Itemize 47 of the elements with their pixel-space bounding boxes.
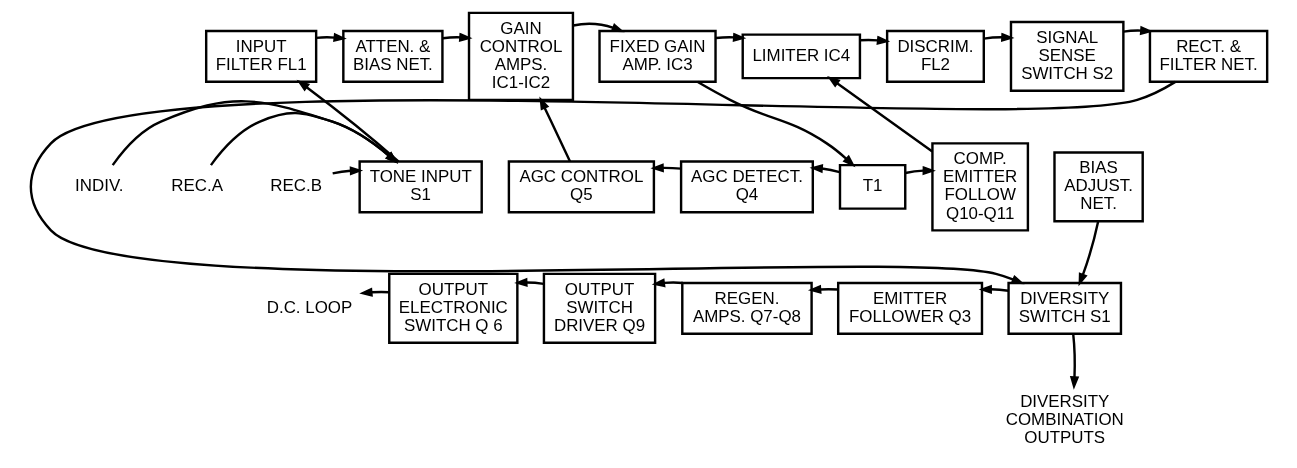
node-box: BIAS ADJUST. NET. — [1052, 151, 1144, 223]
arrow — [538, 96, 571, 162]
arrow — [807, 284, 838, 295]
node-box: FIXED GAIN AMP. IC3 — [597, 29, 717, 83]
arrow — [1078, 221, 1099, 287]
arrow — [649, 163, 681, 173]
node-box: DISCRIM. FL2 — [885, 29, 985, 83]
arrow — [209, 111, 398, 166]
node-box: ATTEN. & BIAS NET. — [341, 29, 444, 83]
node-box: INPUT FILTER FL1 — [204, 29, 317, 83]
arrow — [315, 32, 347, 43]
arrow — [826, 76, 933, 153]
arrow — [715, 32, 746, 42]
node-box: COMP. EMITTER FOLLOW Q10-Q11 — [930, 142, 1029, 232]
arrow — [331, 166, 363, 176]
arrow — [29, 80, 1176, 285]
arrow — [809, 163, 840, 174]
node-box: EMITTER FOLLOWER Q3 — [836, 281, 983, 335]
node-box: LIMITER IC4 — [741, 33, 861, 80]
node-text: REC.A — [170, 176, 223, 196]
node-box: AGC DETECT. Q4 — [679, 160, 814, 214]
arrow — [696, 80, 855, 168]
node-text: REC.B — [269, 176, 322, 196]
node-box: AGC CONTROL Q5 — [507, 160, 655, 214]
node-box: REGEN. AMPS. Q7-Q8 — [680, 281, 813, 335]
arrow — [904, 165, 936, 176]
node-box: OUTPUT SWITCH DRIVER Q9 — [542, 272, 656, 344]
node-text: D.C. LOOP — [266, 297, 352, 317]
arrow — [978, 284, 1009, 294]
node-box: TONE INPUT S1 — [357, 160, 483, 214]
arrow — [572, 22, 625, 33]
node-text: DIVERSITY COMBINATION OUTPUTS — [1005, 392, 1124, 448]
arrow — [111, 100, 398, 166]
node-text: INDIV. — [74, 176, 123, 196]
arrow — [296, 79, 399, 163]
arrow — [651, 278, 683, 288]
node-box: RECT. & FILTER NET. — [1148, 29, 1268, 83]
node-box: DIVERSITY SWITCH S1 — [1006, 281, 1122, 335]
arrow — [1122, 25, 1153, 36]
node-box: T1 — [838, 163, 906, 210]
arrow — [1069, 333, 1079, 390]
node-box: OUTPUT ELECTRONIC SWITCH Q 6 — [387, 272, 519, 344]
node-box: SIGNAL SENSE SWITCH S2 — [1009, 20, 1125, 92]
arrow — [983, 32, 1014, 42]
node-box: GAIN CONTROL AMPS. IC1-IC2 — [467, 11, 574, 102]
arrow — [442, 32, 472, 42]
arrow — [513, 277, 544, 288]
